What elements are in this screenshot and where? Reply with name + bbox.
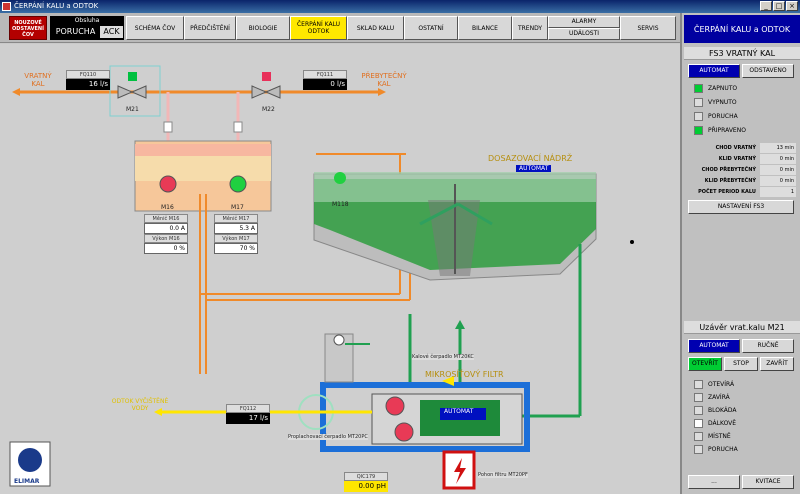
m16-current-label: Měnič M16 [144, 214, 188, 223]
state-indicator-icon [694, 393, 703, 402]
clarifier-label: DOSAZOVACÍ NÁDRŽ [488, 154, 573, 163]
m21-state-mistne: MÍSTNĚ [694, 431, 794, 442]
m16-current: 0.0 A [144, 223, 188, 234]
valve-m22-label: M22 [262, 106, 275, 113]
fs3-settings-button[interactable]: NASTAVENÍ FS3 [688, 200, 794, 214]
operator-status: PORUCHA [55, 27, 96, 36]
m17-current-label: Měnič M17 [214, 214, 258, 223]
m21-state-zavira: ZAVÍRÁ [694, 392, 794, 403]
operator-title: Obsluha [74, 17, 100, 24]
fs3-state-zapnuto: ZAPNUTO [694, 83, 794, 94]
state-indicator-icon [694, 432, 703, 441]
m17-power-label: Výkon M17 [214, 234, 258, 243]
m21-stop-button[interactable]: STOP [724, 357, 758, 371]
fs3-state-vypnuto: VYPNUTO [694, 97, 794, 108]
label-vratny-kal: VRATNÝ KAL [24, 72, 52, 88]
sludge-pump-label: Kalové čerpadlo MT20KC [412, 354, 474, 360]
window-title: ČERPÁNÍ KALU a ODTOK [14, 2, 99, 10]
elimar-logo: ELIMAR [14, 478, 40, 485]
m21-heading: Uzávěr vrat.kalu M21 [684, 321, 800, 334]
qic179-value: 0.00 pH [344, 481, 388, 492]
state-indicator-icon [694, 98, 703, 107]
fs3-section: FS3 VRATNÝ KAL AUTOMAT ODSTAVENO ZAPNUTO… [684, 47, 800, 217]
ack-button[interactable]: ACK [100, 26, 123, 38]
fq111-label: FQ111 [303, 70, 347, 79]
fs3-odstaveno-button[interactable]: ODSTAVENO [742, 64, 794, 78]
state-indicator-icon [694, 445, 703, 454]
nav-predcisteni[interactable]: PŘEDČIŠTĚNÍ [184, 16, 236, 40]
wash-pump-label: Proplachovací čerpadlo MT20PC [288, 434, 368, 440]
window-titlebar: ČERPÁNÍ KALU a ODTOK _ □ × [0, 0, 800, 13]
nav-sklad-kalu[interactable]: SKLAD KALU [347, 16, 404, 40]
state-indicator-icon [694, 84, 703, 93]
m21-open-button[interactable]: OTEVŘÍT [688, 357, 722, 371]
state-indicator-icon [694, 419, 703, 428]
m21-automat-button[interactable]: AUTOMAT [688, 339, 740, 353]
fq112-value: 17 l/s [226, 413, 270, 424]
nav-trendy[interactable]: TRENDY [512, 16, 548, 40]
emergency-shutdown-button[interactable]: NOUZOVÉ ODSTAVENÍ ČOV [9, 16, 47, 40]
process-diagram [9, 65, 634, 490]
microsieve-label: MIKROSÍŤOVÝ FILTR [425, 370, 504, 379]
nav-ostatni[interactable]: OSTATNÍ [404, 16, 458, 40]
nav-cerpani-kalu[interactable]: ČERPÁNÍ KALU ODTOK [290, 16, 347, 40]
m21-state-dalkove: DÁLKOVĚ [694, 418, 794, 429]
label-prebytecny-kal: PŘEBYTEČNÝ KAL [361, 72, 407, 88]
m16-power-label: Výkon M16 [144, 234, 188, 243]
m21-state-oteviraa: OTEVÍRÁ [694, 379, 794, 390]
fs3-automat-button[interactable]: AUTOMAT [688, 64, 740, 78]
fs3-state-pripraveno: PŘIPRAVENO [694, 125, 794, 136]
state-indicator-icon [694, 126, 703, 135]
app-icon [2, 2, 11, 11]
fs3-heading: FS3 VRATNÝ KAL [684, 47, 800, 60]
state-indicator-icon [694, 406, 703, 415]
filter-drive-label: Pohon filtru MT20PF [478, 472, 528, 478]
nav-servis[interactable]: SERVIS [620, 16, 676, 40]
fq110-value: 16 l/s [66, 79, 110, 90]
maximize-icon[interactable]: □ [773, 1, 785, 11]
operator-box: Obsluha PORUCHA ACK [50, 16, 124, 40]
kvitace-button[interactable]: KVITACE [742, 475, 794, 489]
filter-automat-badge: AUTOMAT [444, 408, 474, 415]
m17-power: 70 % [214, 243, 258, 254]
nav-bilance[interactable]: BILANCE [458, 16, 512, 40]
m16-power: 0 % [144, 243, 188, 254]
m21-state-blokada: BLOKÁDA [694, 405, 794, 416]
clarifier-automat-badge: AUTOMAT [516, 165, 552, 172]
m21-rucne-button[interactable]: RUČNĚ [742, 339, 794, 353]
m21-state-porucha: PORUCHA [694, 444, 794, 455]
fs3-state-porucha: PORUCHA [694, 111, 794, 122]
m21-close-button[interactable]: ZAVŘÍT [760, 357, 794, 371]
close-icon[interactable]: × [786, 1, 798, 11]
right-control-panel: ČERPÁNÍ KALU a ODTOK FS3 VRATNÝ KAL AUTO… [680, 13, 800, 494]
state-indicator-icon [694, 112, 703, 121]
valve-m21-label: M21 [126, 106, 139, 113]
qic179-label: QIC179 [344, 472, 388, 481]
nav-biologie[interactable]: BIOLOGIE [236, 16, 290, 40]
pump-m17-label: M17 [231, 204, 244, 211]
m17-current: 5.3 A [214, 223, 258, 234]
nav-udalosti[interactable]: UDÁLOSTI [548, 28, 620, 40]
minimize-icon[interactable]: _ [760, 1, 772, 11]
fq112-label: FQ112 [226, 404, 270, 413]
top-navigation: NOUZOVÉ ODSTAVENÍ ČOV Obsluha PORUCHA AC… [0, 13, 800, 43]
outflow-label: ODTOK VYČIŠTĚNÉ VODY [111, 398, 169, 412]
pump-m16-label: M16 [161, 204, 174, 211]
m21-section: Uzávěr vrat.kalu M21 AUTOMAT RUČNĚ OTEVŘ… [684, 321, 800, 493]
fq110-label: FQ110 [66, 70, 110, 79]
state-indicator-icon [694, 380, 703, 389]
panel-title: ČERPÁNÍ KALU a ODTOK [684, 15, 800, 43]
fq111-value: 0 l/s [303, 79, 347, 90]
nav-alarmy[interactable]: ALARMY [548, 16, 620, 28]
process-schema: VRATNÝ KAL PŘEBYTEČNÝ KAL FQ110 16 l/s F… [0, 44, 680, 494]
m21-extra-button[interactable]: ... [688, 475, 740, 489]
m118-label: M118 [332, 201, 349, 208]
nav-schema-cov[interactable]: SCHÉMA ČOV [126, 16, 184, 40]
